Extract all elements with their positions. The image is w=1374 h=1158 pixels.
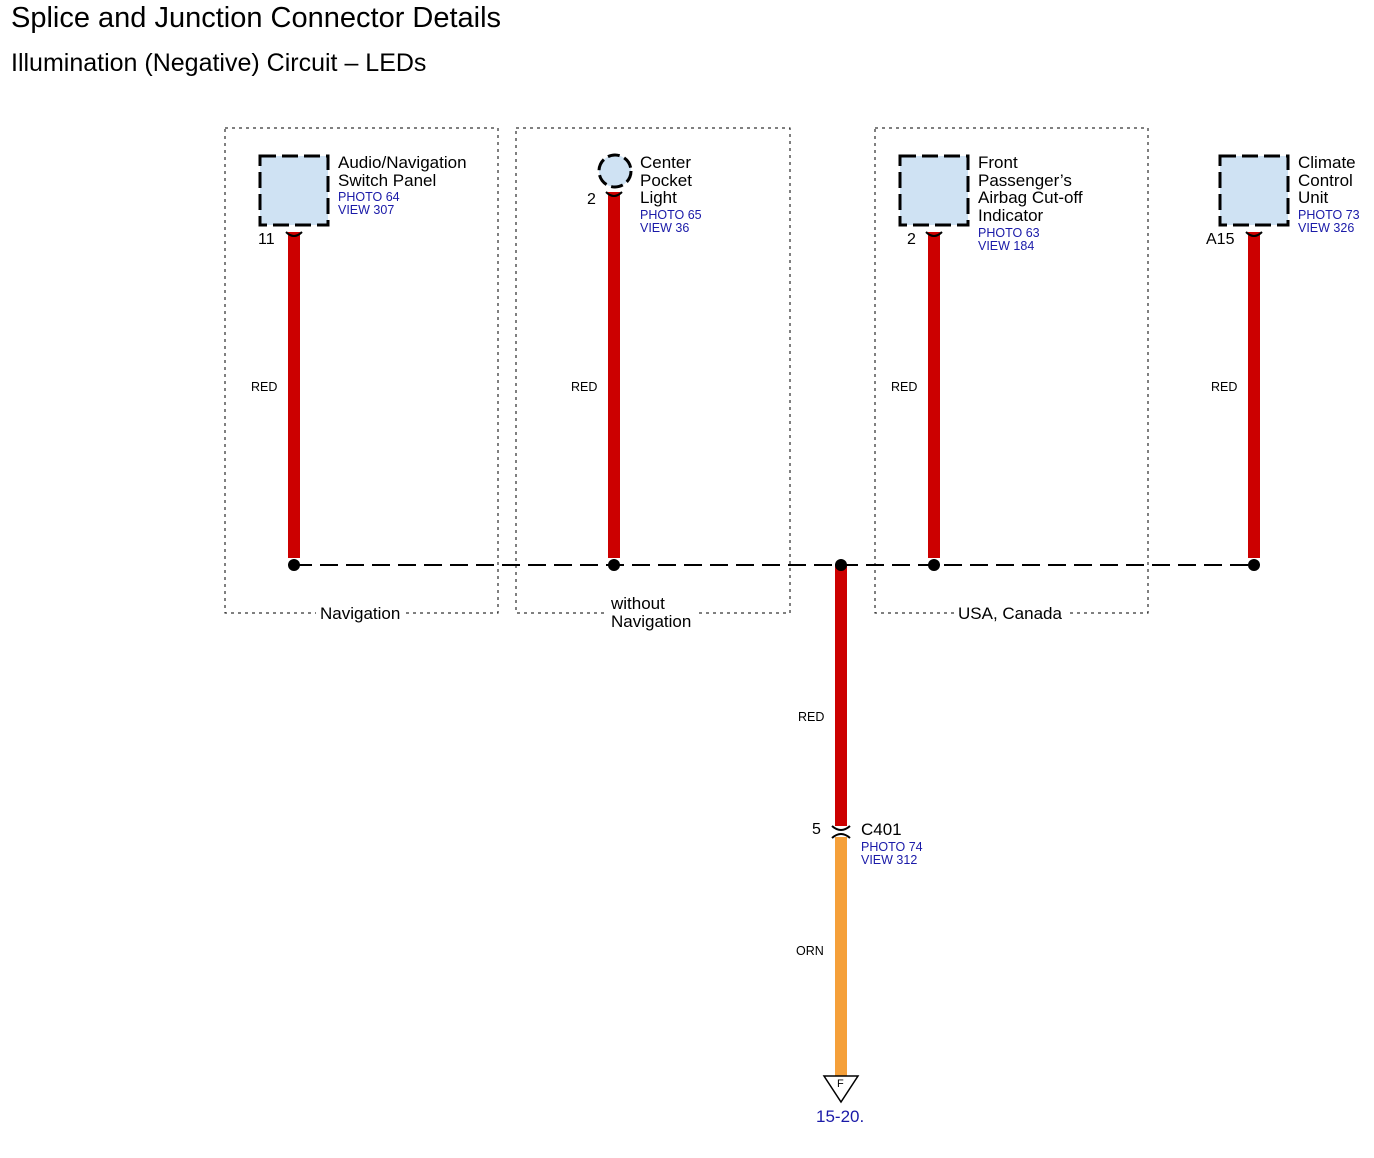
- component-center-pocket[interactable]: [597, 153, 633, 189]
- ground-symbol: [822, 1075, 860, 1104]
- c401-photo-link[interactable]: PHOTO 74: [861, 840, 923, 854]
- airbag-indicator-pin: 2: [907, 231, 916, 248]
- splice-point-trunk: [835, 559, 847, 571]
- audio-nav-photo-link[interactable]: PHOTO 64: [338, 190, 400, 204]
- airbag-indicator-label: Front Passenger’s Airbag Cut-off Indicat…: [978, 153, 1083, 225]
- airbag-indicator-wire-color: RED: [891, 380, 918, 394]
- center-pocket-refs: PHOTO 65 VIEW 36: [640, 209, 702, 235]
- page-title: Splice and Junction Connector Details: [11, 2, 502, 34]
- audio-nav-label: Audio/Navigation Switch Panel: [338, 153, 467, 190]
- component-climate[interactable]: [1218, 154, 1290, 227]
- terminal-audio-nav: [285, 231, 303, 237]
- climate-pin: A15: [1206, 231, 1235, 248]
- climate-wire-color: RED: [1211, 380, 1238, 394]
- center-pocket-photo-link[interactable]: PHOTO 65: [640, 208, 702, 222]
- c401-pin: 5: [812, 821, 821, 838]
- airbag-indicator-refs: PHOTO 63 VIEW 184: [978, 227, 1040, 253]
- ground-page-reference-link[interactable]: 15-20.: [816, 1107, 865, 1126]
- climate-refs: PHOTO 73 VIEW 326: [1298, 209, 1360, 235]
- terminal-center-pocket: [605, 191, 623, 197]
- audio-nav-pin: 11: [258, 231, 275, 248]
- terminal-climate: [1245, 231, 1263, 237]
- c401-view-link[interactable]: VIEW 312: [861, 853, 918, 867]
- option-label-navigation: Navigation: [316, 605, 405, 623]
- climate-label: Climate Control Unit: [1298, 153, 1356, 207]
- connector-c401-bottom-cap: [831, 833, 851, 839]
- page-subtitle: Illumination (Negative) Circuit – LEDs: [11, 49, 427, 77]
- splice-point-airbag: [928, 559, 940, 571]
- airbag-indicator-view-link[interactable]: VIEW 184: [978, 239, 1035, 253]
- component-audio-nav[interactable]: [258, 154, 330, 227]
- c401-refs: PHOTO 74 VIEW 312: [861, 841, 923, 867]
- splice-point-center-pocket: [608, 559, 620, 571]
- climate-view-link[interactable]: VIEW 326: [1298, 221, 1355, 235]
- splice-point-audio-nav: [288, 559, 300, 571]
- center-pocket-label: Center Pocket Light: [640, 153, 692, 207]
- component-airbag-indicator[interactable]: [898, 154, 970, 227]
- climate-photo-link[interactable]: PHOTO 73: [1298, 208, 1360, 222]
- trunk-upper-wire-color: RED: [798, 710, 825, 724]
- audio-nav-refs: PHOTO 64 VIEW 307: [338, 191, 400, 217]
- audio-nav-wire-color: RED: [251, 380, 278, 394]
- airbag-indicator-photo-link[interactable]: PHOTO 63: [978, 226, 1040, 240]
- option-label-without-navigation: without Navigation: [607, 595, 696, 631]
- center-pocket-view-link[interactable]: VIEW 36: [640, 221, 690, 235]
- trunk-lower-wire-color: ORN: [796, 944, 824, 958]
- ground-letter: F: [837, 1078, 844, 1090]
- connector-c401-label[interactable]: C401: [861, 820, 902, 839]
- center-pocket-wire-color: RED: [571, 380, 598, 394]
- splice-point-climate: [1248, 559, 1260, 571]
- connector-c401-top-cap: [831, 825, 851, 831]
- option-label-usa-canada: USA, Canada: [954, 605, 1066, 623]
- audio-nav-view-link[interactable]: VIEW 307: [338, 203, 395, 217]
- center-pocket-pin: 2: [587, 191, 596, 208]
- terminal-airbag: [925, 231, 943, 237]
